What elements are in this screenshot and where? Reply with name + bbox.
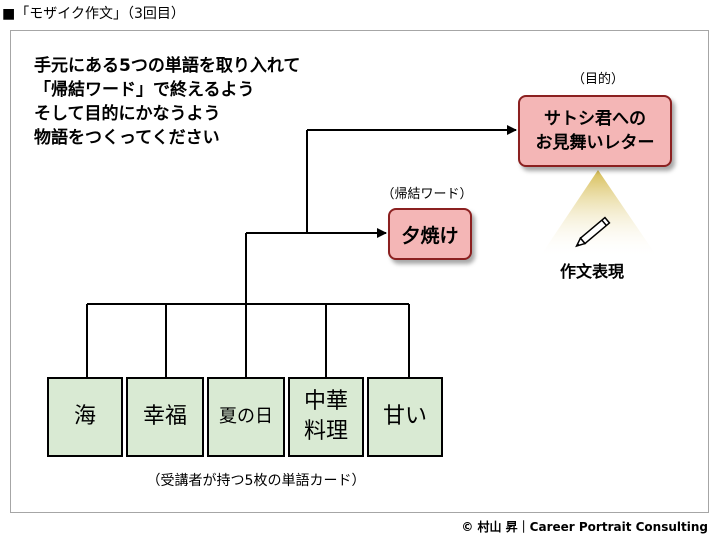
word-card: 夏の日: [207, 377, 285, 457]
diagram-frame: [10, 30, 709, 513]
word-card: 海: [47, 377, 123, 457]
purpose-caption: （目的）: [571, 72, 624, 87]
instruction-line: 物語をつくってください: [34, 128, 220, 148]
word-card: 中華 料理: [288, 377, 364, 457]
purpose-line: サトシ君への: [544, 109, 646, 129]
word-card: 甘い: [367, 377, 443, 457]
purpose-line: お見舞いレター: [535, 133, 655, 153]
slide-title: ■「モザイク作文」（3回目）: [2, 6, 185, 22]
cards-caption: （受講者が持つ5枚の単語カード）: [146, 473, 366, 489]
spotlight: [539, 170, 658, 258]
instruction-line: 手元にある5つの単語を取り入れて: [34, 56, 301, 76]
word-card: 幸福: [126, 377, 204, 457]
card-connectors: [86, 125, 517, 377]
instructions: 手元にある5つの単語を取り入れて 「帰結ワード」で終えるよう そして目的にかなう…: [34, 54, 300, 150]
instruction-line: そして目的にかなうよう: [34, 104, 221, 124]
instruction-line: 「帰結ワード」で終えるよう: [34, 80, 255, 100]
purpose-box: サトシ君への お見舞いレター: [518, 95, 672, 167]
conclusion-box: 夕焼け: [388, 208, 472, 260]
conclusion-caption: （帰結ワード）: [381, 187, 473, 202]
pencil-icon: [575, 216, 611, 248]
credit: © 村山 昇｜Career Portrait Consulting: [461, 520, 708, 534]
genre-label: 作文表現: [560, 262, 625, 281]
